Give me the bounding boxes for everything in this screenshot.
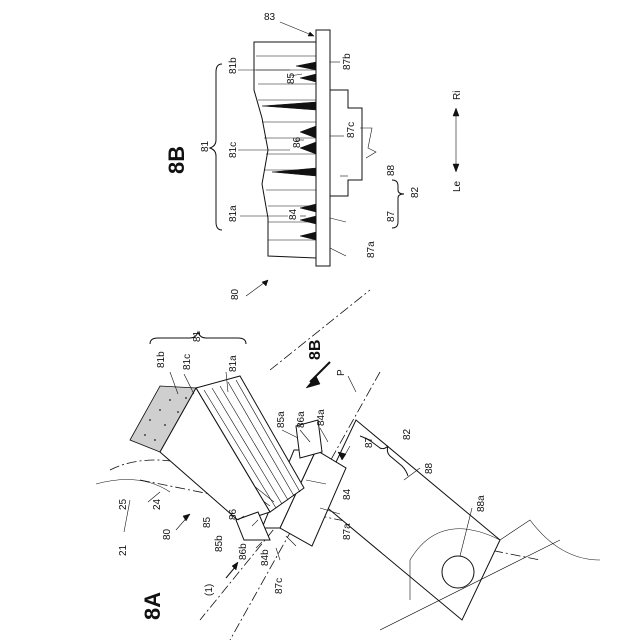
base-plate-87 [316, 30, 330, 266]
figure-title-8b: 8B [164, 146, 189, 174]
label-87a: 87a [366, 241, 377, 258]
label-a-84: 84 [342, 488, 353, 500]
label-a-84a: 84a [316, 409, 327, 426]
label-80b: 80 [230, 288, 241, 300]
label-87c: 87c [346, 122, 357, 138]
direction-indicator: Ri Le [452, 91, 463, 192]
label-a-86: 86 [228, 508, 239, 520]
label-a-81: 81 [192, 330, 203, 342]
figure-title-8a: 8A [140, 592, 165, 620]
base-outline [500, 520, 600, 560]
brace-81 [210, 64, 222, 230]
direction-1-head [232, 562, 238, 570]
label-81: 81 [200, 140, 211, 152]
label-a-84b: 84b [260, 549, 271, 566]
label-81b: 81b [228, 57, 239, 74]
arc-25-inner [96, 480, 170, 493]
label-a-86a: 86a [296, 411, 307, 428]
label-a-88a: 88a [476, 495, 487, 512]
dir-left-label: Le [452, 180, 463, 192]
label-a-85b: 85b [214, 535, 225, 552]
handle-88 [318, 420, 500, 620]
dir-right-label: Ri [452, 91, 463, 100]
label-87b: 87b [342, 53, 353, 70]
label-88b: 88 [386, 164, 397, 176]
label-a-25: 25 [118, 498, 129, 510]
figure-8b: 83 81b 85 87b 81 81c 86 87c 88 82 81a 84… [164, 12, 463, 300]
label-a-85a: 85a [276, 411, 287, 428]
label-81a: 81a [228, 205, 239, 222]
label-a-86b: 86b [238, 543, 249, 560]
label-84: 84 [288, 208, 299, 220]
label-a-87c: 87c [274, 578, 285, 594]
label-a-88: 88 [424, 462, 435, 474]
section-arrow-line [310, 362, 330, 382]
label-a-81c: 81c [182, 354, 193, 370]
label-a-1: (1) [204, 584, 215, 596]
label-83: 83 [264, 12, 276, 23]
label-a-85: 85 [202, 516, 213, 528]
label-86: 86 [292, 136, 303, 148]
label-81c: 81c [228, 142, 239, 158]
pivot-88a [442, 556, 474, 588]
label-a-87: 87 [364, 436, 375, 448]
label-85: 85 [286, 72, 297, 84]
label-a-80: 80 [162, 528, 173, 540]
label-a-81a: 81a [228, 355, 239, 372]
section-marker-8b: 8B [307, 340, 324, 360]
arrowhead-80a [183, 514, 190, 521]
holder-88-outline [330, 90, 362, 196]
label-a-81b: 81b [156, 351, 167, 368]
label-82b: 82 [410, 186, 421, 198]
label-87b-lower: 87 [386, 210, 397, 222]
label-a-21: 21 [118, 544, 129, 556]
label-a-24: 24 [152, 498, 163, 510]
label-a-87a: 87a [342, 523, 353, 540]
arrowhead-83 [308, 32, 314, 36]
figure-8a: 81b 81c 81 81a 85a 86a 84a 87 82 88 88a … [96, 290, 600, 640]
arrowhead-80b [262, 280, 268, 286]
label-a-82: 82 [402, 428, 413, 440]
label-a-P: P [336, 369, 347, 376]
